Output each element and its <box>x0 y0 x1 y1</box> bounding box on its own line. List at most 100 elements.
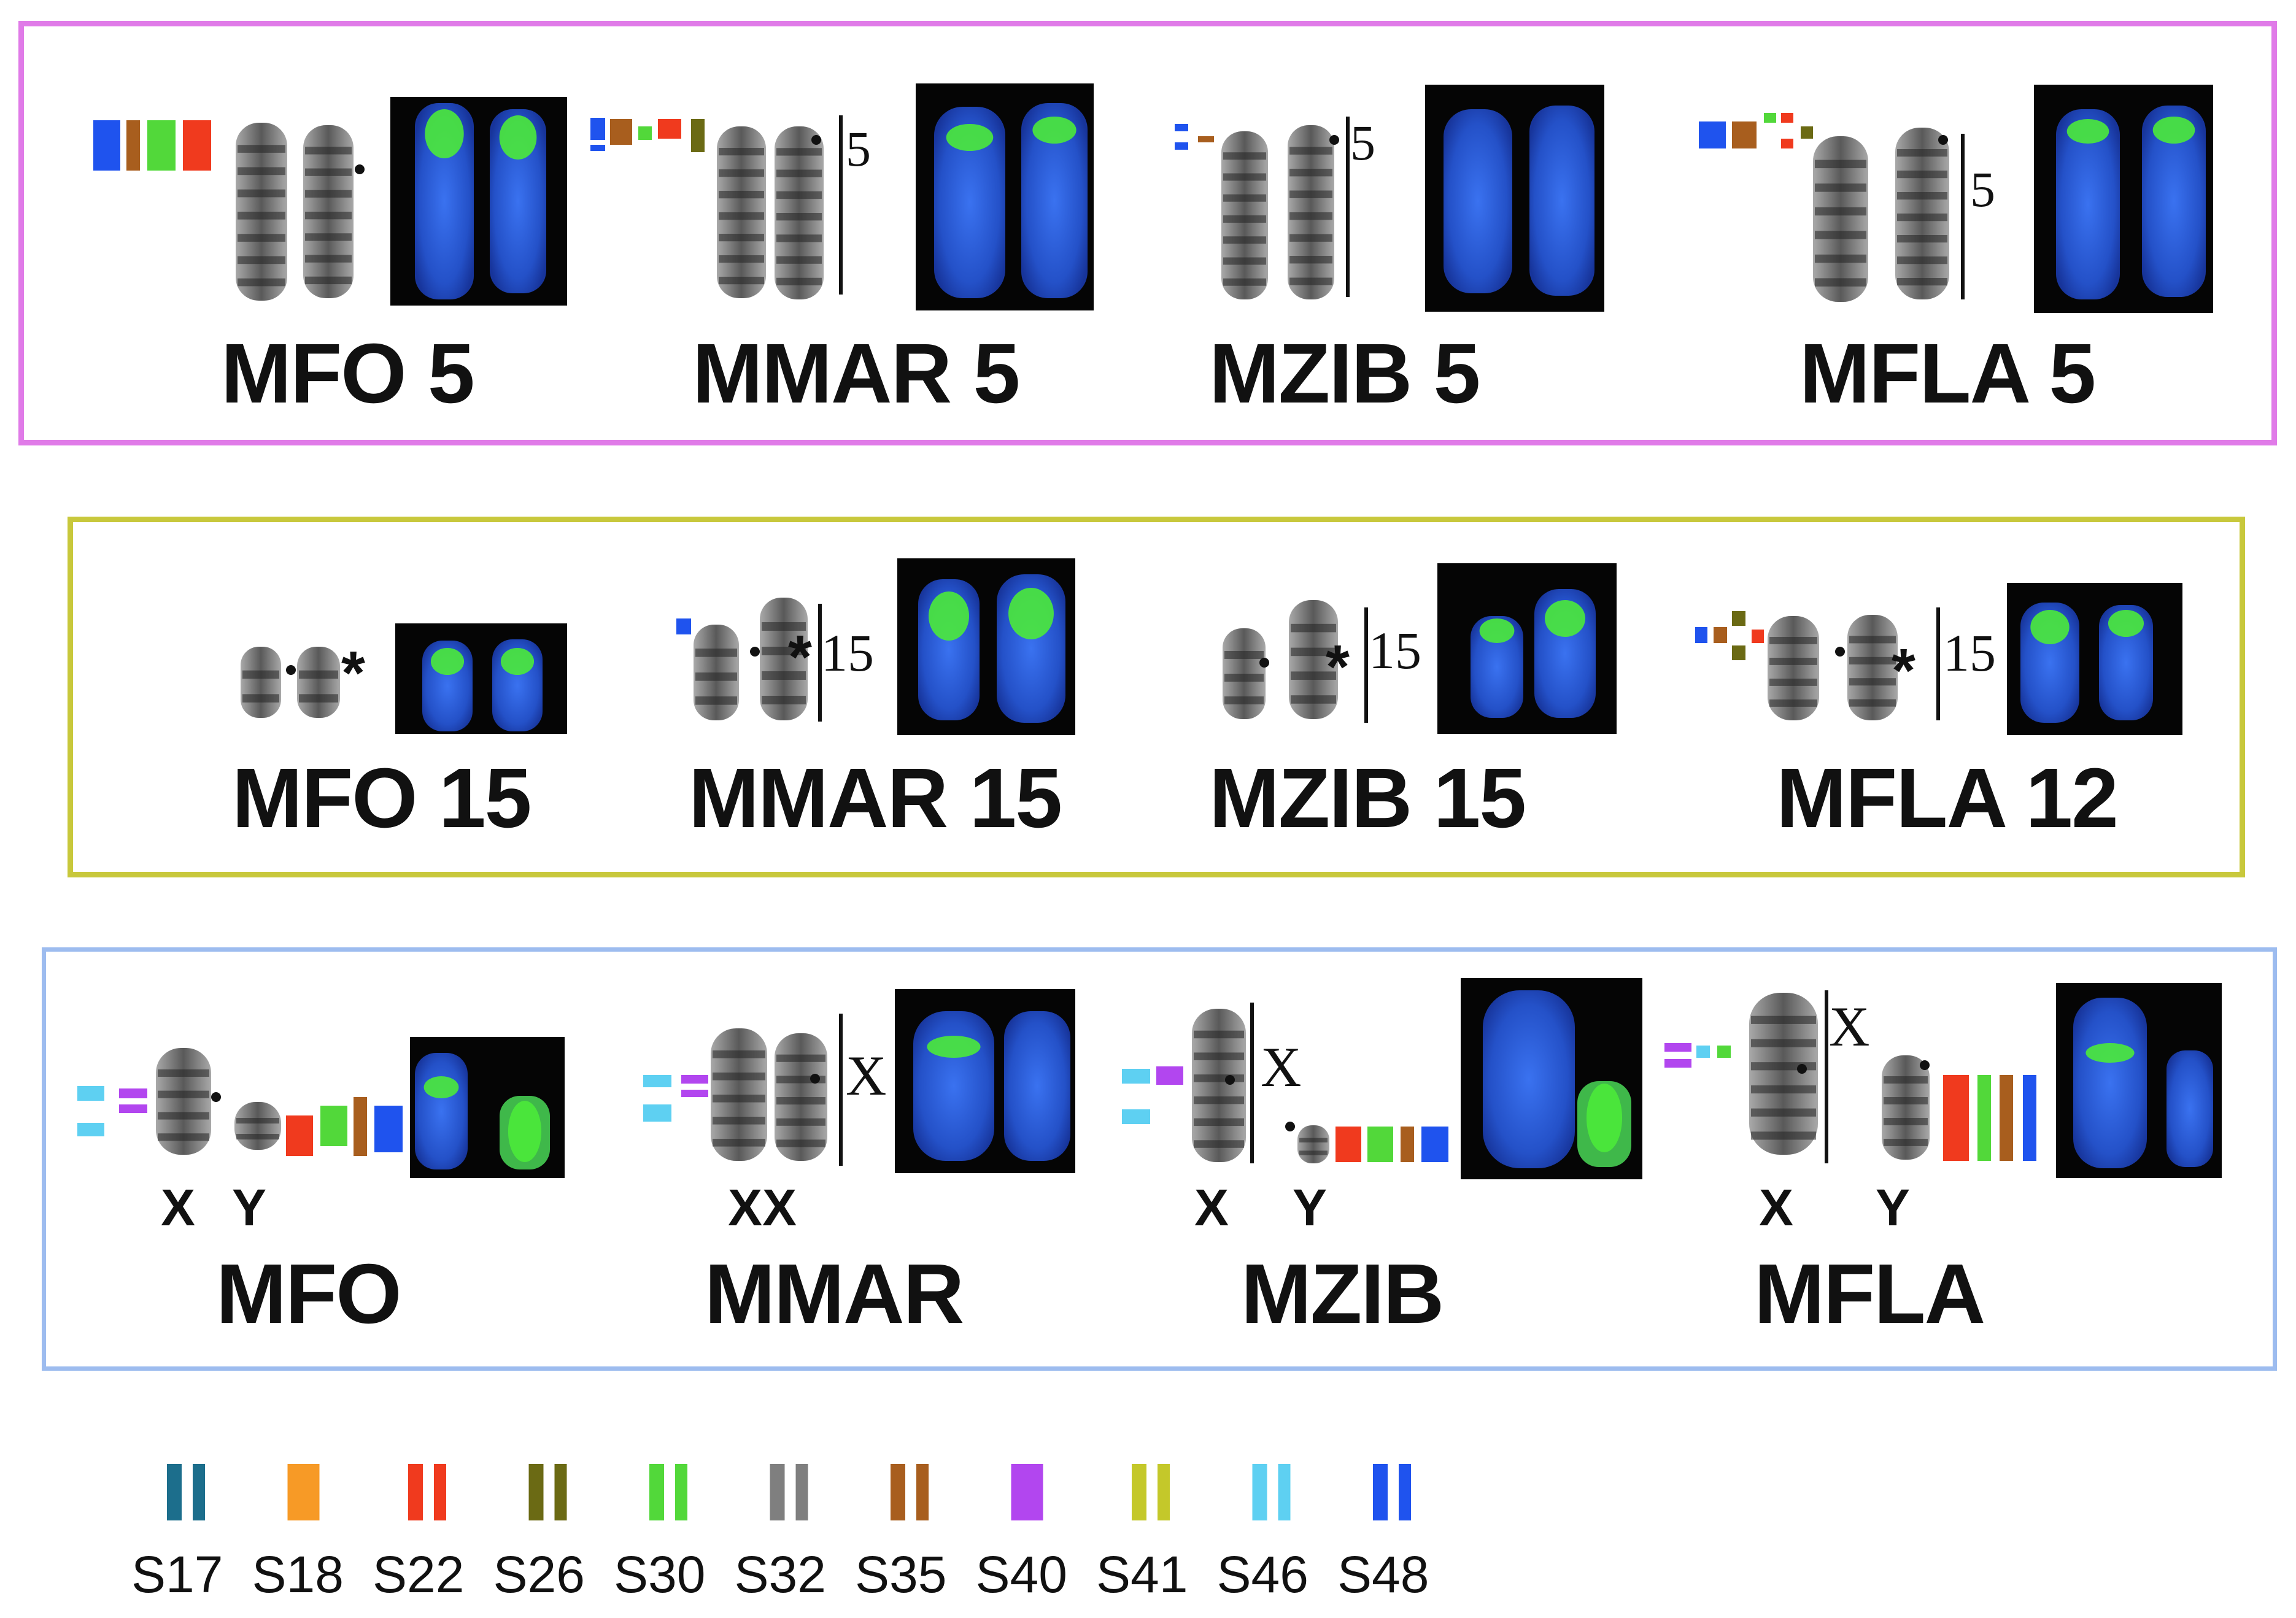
probe-mfo-y-s22 <box>286 1115 313 1156</box>
chromosome-mzib-y <box>1297 1125 1329 1163</box>
probe-mfla-x-s40 <box>1664 1043 1691 1052</box>
label-mzib-15: MZIB 15 <box>1209 751 1526 846</box>
panel-sex-chromosomes <box>42 947 2277 1371</box>
probe-mzib-y-s48 <box>1421 1127 1448 1162</box>
fish-mmar5-signal-1 <box>946 124 994 151</box>
probe-mfo-x-s46b <box>77 1123 104 1136</box>
panel-chromosome-15 <box>68 517 2245 877</box>
label-mfo: MFO <box>216 1247 402 1341</box>
asterisk-mmar-15: * <box>788 623 812 692</box>
sex-label-mfo-x: X <box>161 1179 196 1236</box>
sex-label-mfla-y: Y <box>1876 1179 1911 1236</box>
centromere-mfla12 <box>1835 647 1845 657</box>
centromere-mfo15 <box>286 665 296 675</box>
fish-mmar5-chromosome-2 <box>1021 103 1088 298</box>
probe-mfla5-s48 <box>1699 121 1726 148</box>
legend-label-s35: S35 <box>855 1546 947 1603</box>
chromosome-mfo15-left <box>241 647 281 718</box>
probe-mmar-x-s46 <box>643 1075 671 1087</box>
legend-label-s26: S26 <box>493 1546 585 1603</box>
centromere-mzib15 <box>1259 658 1269 668</box>
probe-mfo-x-s46 <box>77 1086 104 1101</box>
legend-swatch-s41-b <box>1158 1464 1170 1520</box>
number-mfla-x: X <box>1829 995 1870 1058</box>
probe-mfla12-s48 <box>1695 627 1707 643</box>
label-mmar-5: MMAR 5 <box>692 326 1020 421</box>
probe-mfla5-s35 <box>1732 121 1757 148</box>
chromosome-mfo5-left <box>236 123 287 301</box>
chromosome-mfla-y <box>1882 1055 1930 1160</box>
label-mfla: MFLA <box>1754 1247 1985 1341</box>
chromosome-mmar-x-left <box>711 1028 767 1161</box>
fish-mfla-xy-signal-1 <box>2085 1043 2135 1063</box>
legend-swatch-s17-b <box>193 1464 205 1520</box>
probe-mzib-x-s46 <box>1122 1069 1150 1084</box>
legend-label-s41: S41 <box>1096 1546 1188 1603</box>
centromere-mfo-x <box>211 1092 221 1102</box>
legend-swatch-s30-a <box>649 1464 664 1520</box>
chromosome-mmar15-left <box>694 625 739 720</box>
probe-mmar-x-s40 <box>681 1075 708 1084</box>
centromere-mfla-x <box>1797 1064 1807 1074</box>
centromere-mzib5 <box>1329 135 1339 145</box>
fish-mfla5-signal-1 <box>2066 119 2109 144</box>
fish-mzib5-chromosome-2 <box>1529 106 1594 296</box>
legend-swatch-s22-b <box>434 1464 446 1520</box>
probe-mfla12-s35 <box>1714 627 1727 643</box>
asterisk-mzib-15: * <box>1326 633 1350 701</box>
fish-mfo5-chromosome-1 <box>415 103 474 299</box>
legend-swatch-s32-b <box>795 1464 808 1520</box>
centromere-mzib-y <box>1285 1122 1295 1131</box>
probe-mzib-x-s40 <box>1156 1066 1183 1085</box>
sex-label-mzib-y: Y <box>1293 1179 1328 1236</box>
chromosome-mzib15-right <box>1289 600 1338 719</box>
asterisk-mfla-12: * <box>1892 636 1915 705</box>
probe-mfo5-s35 <box>126 120 140 171</box>
fish-mfo5-signal-1 <box>425 109 464 158</box>
chromosome-mfla-x <box>1749 993 1818 1155</box>
fish-mzib15-chromosome-1 <box>1471 616 1523 718</box>
legend-swatch-s26-a <box>528 1464 544 1520</box>
legend-label-s46: S46 <box>1216 1546 1308 1603</box>
number-mfla-5: 5 <box>1970 161 1995 217</box>
sex-label-mfla-x: X <box>1759 1179 1794 1236</box>
chromosome-mfo-x <box>156 1048 211 1155</box>
fish-mmar15-signal-1 <box>929 591 969 641</box>
label-mfla-12: MFLA 12 <box>1776 751 2119 846</box>
fish-mfo15-signal-2 <box>500 648 535 675</box>
probe-mfla-y-s30 <box>1977 1075 1991 1161</box>
legend-label-s30: S30 <box>614 1546 706 1603</box>
probe-mfla5-s22 <box>1781 113 1793 123</box>
chromosome-mfla12-right <box>1847 615 1898 720</box>
label-mfo-5: MFO 5 <box>221 326 475 421</box>
probe-mfo-y-s48 <box>374 1106 403 1152</box>
fish-mfla5-signal-2 <box>2152 117 2195 144</box>
number-mzib-5: 5 <box>1350 115 1375 171</box>
probe-mfo-y-s35 <box>354 1097 367 1156</box>
chromosome-mfo15-right <box>297 647 340 718</box>
chromosome-mmar5-left <box>717 126 766 298</box>
probe-mfo-y-s30 <box>320 1106 347 1146</box>
centromere-mfla-y <box>1920 1060 1930 1070</box>
legend-swatch-s46-b <box>1278 1464 1291 1520</box>
centromere-mmar15 <box>750 647 760 657</box>
chromosome-mzib15-left <box>1223 628 1266 719</box>
probe-mmar5-s30 <box>638 126 652 140</box>
centromere-mfo5 <box>355 164 365 174</box>
probe-mfla-y-s22 <box>1943 1075 1969 1161</box>
probe-mmar5-s48 <box>590 118 605 140</box>
centromere-mfla5 <box>1938 135 1948 145</box>
legend-swatch-s46-a <box>1252 1464 1267 1520</box>
centromere-mzib-x <box>1225 1075 1235 1085</box>
chromosome-mmar-x-right <box>775 1033 827 1161</box>
probe-mfla-y-s35 <box>2000 1075 2013 1161</box>
fish-mfla12-chromosome-2 <box>2099 605 2153 720</box>
legend-swatch-s18-a <box>287 1464 303 1520</box>
legend-label-s18: S18 <box>252 1546 344 1603</box>
probe-mzib-y-s30 <box>1367 1127 1393 1162</box>
probe-mfla12-s22 <box>1752 630 1764 643</box>
fish-mfo5-signal-2 <box>499 115 537 160</box>
asterisk-mfo-15: * <box>341 639 365 707</box>
probe-mfo-x-s40b <box>119 1104 147 1113</box>
